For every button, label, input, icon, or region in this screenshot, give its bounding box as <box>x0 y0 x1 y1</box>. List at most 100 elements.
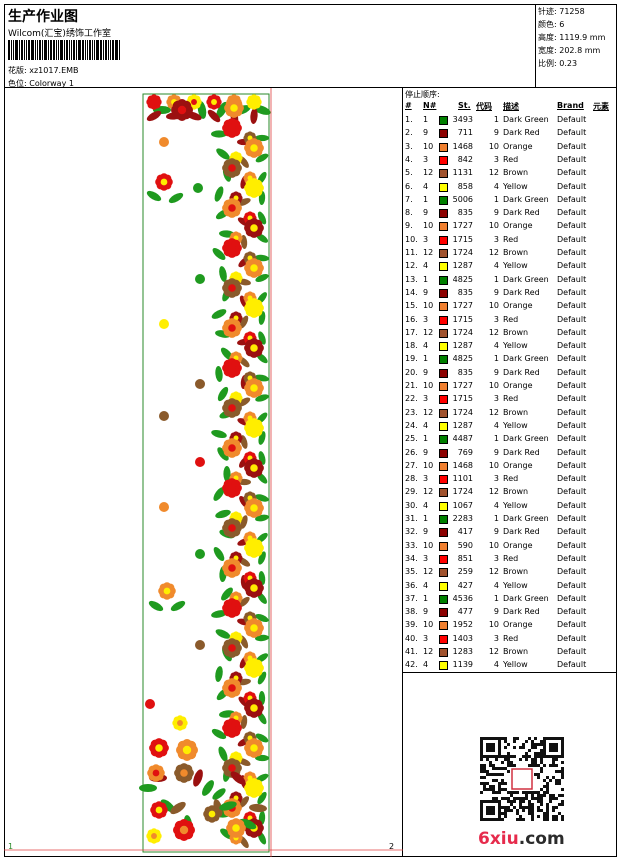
row-brand: Default <box>557 141 587 151</box>
row-code: 12 <box>488 327 499 337</box>
leaf-motif <box>202 780 214 796</box>
row-stitches: 1724 <box>452 487 473 497</box>
color-swatch <box>439 209 448 219</box>
row-brand: Default <box>557 314 587 324</box>
row-description: Yellow <box>503 580 528 590</box>
dot-motif <box>159 137 169 147</box>
row-description: Yellow <box>503 181 528 191</box>
leaf-motif <box>237 198 251 206</box>
row-stitches: 4825 <box>452 274 473 284</box>
flower-motif <box>244 138 264 158</box>
row-stitches: 1067 <box>452 500 473 510</box>
row-index: 18. <box>405 341 418 351</box>
color-swatch <box>439 368 448 378</box>
flower-motif <box>222 518 242 538</box>
row-code: 9 <box>493 447 499 457</box>
row-needle: 1 <box>423 274 429 284</box>
row-index: 23. <box>405 407 418 417</box>
row-index: 17. <box>405 327 418 337</box>
row-stitches: 1724 <box>452 327 473 337</box>
col-stitches: St. <box>458 101 471 110</box>
row-needle: 10 <box>423 221 434 231</box>
row-index: 21. <box>405 381 418 390</box>
leaf-motif <box>213 547 225 561</box>
row-code: 3 <box>493 474 499 484</box>
row-description: Red <box>503 633 519 643</box>
dot-motif <box>195 274 205 284</box>
row-stitches: 842 <box>457 154 473 164</box>
flower-motif <box>244 498 264 518</box>
dot-motif <box>195 379 205 389</box>
flower-motif <box>155 173 173 191</box>
row-needle: 1 <box>423 194 429 204</box>
color-swatch <box>439 648 448 657</box>
leaf-motif <box>212 248 226 260</box>
row-brand: Default <box>557 301 587 311</box>
stat-stitches: 针迹: 71258 <box>538 7 585 16</box>
row-index: 10. <box>405 234 418 244</box>
row-index: 29. <box>405 487 418 497</box>
row-brand: Default <box>557 474 587 484</box>
qr-code <box>480 737 564 821</box>
leaf-motif <box>258 551 266 565</box>
leaf-motif <box>238 796 250 808</box>
leaf-motif <box>146 190 162 202</box>
flower-motif <box>224 98 244 118</box>
dot-motif <box>159 319 169 329</box>
flower-motif <box>176 739 198 761</box>
flower-motif <box>244 418 264 438</box>
row-index: 1. <box>405 115 413 124</box>
stop-sequence-title: 停止顺序: <box>405 90 440 99</box>
row-description: Red <box>503 154 519 164</box>
leaf-motif <box>168 192 184 204</box>
leaf-motif <box>219 801 237 811</box>
flower-motif <box>246 94 262 110</box>
color-swatch <box>439 528 448 538</box>
site-logo: 6xiu.com <box>478 829 565 849</box>
row-stitches: 5006 <box>452 194 473 204</box>
row-needle: 9 <box>423 128 429 138</box>
color-swatch <box>439 382 448 391</box>
flower-motif <box>222 238 242 258</box>
row-brand: Default <box>557 460 587 470</box>
row-description: Dark Red <box>503 607 540 617</box>
flower-motif <box>146 94 162 110</box>
row-brand: Default <box>557 261 587 271</box>
row-brand: Default <box>557 327 587 337</box>
leaf-motif <box>218 746 228 762</box>
row-description: Yellow <box>503 341 528 351</box>
row-code: 9 <box>493 128 499 138</box>
row-description: Orange <box>503 301 533 311</box>
row-index: 12. <box>405 261 418 271</box>
marker-left: 1 <box>8 842 13 851</box>
row-code: 4 <box>493 580 499 590</box>
leaf-motif <box>230 771 246 785</box>
row-code: 3 <box>493 633 499 643</box>
row-description: Dark Green <box>503 354 549 364</box>
row-code: 12 <box>488 567 499 577</box>
row-needle: 4 <box>423 341 429 351</box>
row-index: 15. <box>405 301 418 311</box>
row-brand: Default <box>557 168 587 178</box>
row-index: 5. <box>405 168 413 178</box>
leaf-motif <box>255 754 269 762</box>
row-index: 35. <box>405 567 418 577</box>
dot-motif <box>195 640 205 650</box>
row-description: Dark Green <box>503 434 549 444</box>
row-stitches: 835 <box>457 287 473 297</box>
leaf-motif <box>215 509 231 519</box>
stat-height: 高度: 1119.9 mm <box>538 33 606 42</box>
row-description: Red <box>503 314 519 324</box>
flower-motif <box>244 378 264 398</box>
color-swatch <box>439 222 448 232</box>
color-swatch <box>439 448 448 458</box>
row-description: Dark Red <box>503 527 540 537</box>
